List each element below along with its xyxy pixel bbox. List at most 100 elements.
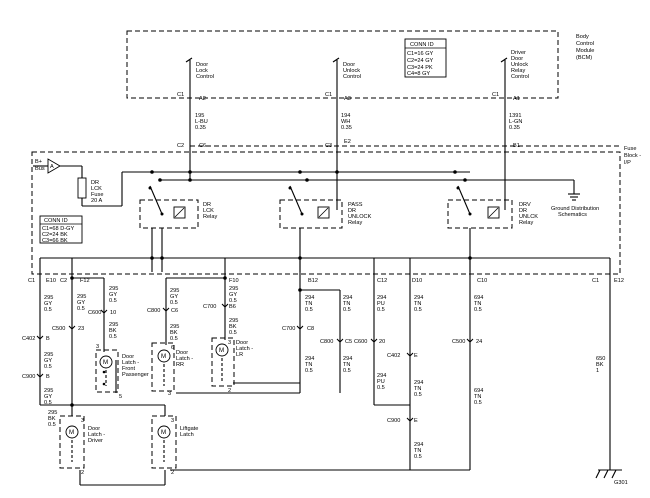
svg-text:LCK: LCK xyxy=(203,208,214,214)
svg-text:TN: TN xyxy=(343,362,350,368)
svg-text:295: 295 xyxy=(170,324,179,330)
svg-text:PASS: PASS xyxy=(348,202,363,208)
bus-arrow-icon: A xyxy=(33,158,83,178)
svg-text:Liftgate: Liftgate xyxy=(180,426,198,432)
svg-text:3: 3 xyxy=(81,418,84,424)
svg-text:C700: C700 xyxy=(282,326,295,332)
bcm-outline xyxy=(126,30,559,99)
svg-text:295: 295 xyxy=(109,322,118,328)
svg-text:3: 3 xyxy=(168,391,171,397)
svg-text:0.5: 0.5 xyxy=(229,298,237,304)
svg-text:2: 2 xyxy=(171,470,174,476)
svg-text:RR: RR xyxy=(176,362,184,368)
svg-text:2: 2 xyxy=(81,470,84,476)
svg-text:F10: F10 xyxy=(229,278,239,284)
svg-text:Lock: Lock xyxy=(196,68,208,74)
svg-text:0.35: 0.35 xyxy=(509,125,520,131)
bcm-output-lock-icon xyxy=(185,57,193,100)
svg-text:C1: C1 xyxy=(177,92,184,98)
svg-text:Door: Door xyxy=(196,62,208,68)
svg-text:C600: C600 xyxy=(88,310,101,316)
relay-pass-dr-unlock xyxy=(279,185,343,272)
svg-text:M: M xyxy=(103,359,108,366)
svg-text:3: 3 xyxy=(171,418,174,424)
svg-text:Latch -: Latch - xyxy=(176,356,193,362)
svg-text:Door: Door xyxy=(176,350,188,356)
svg-text:B1: B1 xyxy=(513,143,520,149)
svg-text:Relay: Relay xyxy=(519,220,534,226)
svg-text:B: B xyxy=(46,336,50,342)
svg-text:Relay: Relay xyxy=(511,68,526,74)
svg-text:E12: E12 xyxy=(614,278,624,284)
svg-text:Fuse: Fuse xyxy=(624,146,636,152)
svg-text:GY: GY xyxy=(44,301,52,307)
svg-text:C2: C2 xyxy=(60,278,67,284)
svg-text:295: 295 xyxy=(44,352,53,358)
bcm-conn-id-table: CONN ID C1=16 GY C2=24 GY C3=24 PK C4=8 … xyxy=(404,38,447,78)
svg-text:GY: GY xyxy=(109,292,117,298)
svg-text:DR: DR xyxy=(91,180,99,186)
svg-text:24: 24 xyxy=(476,339,482,345)
svg-text:C500: C500 xyxy=(452,339,465,345)
bcm-output-unlock-icon xyxy=(332,57,340,100)
svg-text:B12: B12 xyxy=(308,278,318,284)
svg-text:Latch -: Latch - xyxy=(88,432,105,438)
svg-text:C1: C1 xyxy=(592,278,599,284)
svg-text:0.35: 0.35 xyxy=(341,125,352,131)
svg-text:C700: C700 xyxy=(203,304,216,310)
svg-text:0.5: 0.5 xyxy=(170,336,178,342)
svg-text:G301: G301 xyxy=(614,480,628,486)
svg-text:PU: PU xyxy=(377,301,385,307)
svg-text:295: 295 xyxy=(48,410,57,416)
svg-text:TN: TN xyxy=(474,394,481,400)
inline-connectors: C402 B C900 B C500 23 C600 10 C800 C6 C7… xyxy=(22,304,482,424)
svg-text:C402: C402 xyxy=(22,336,35,342)
svg-text:E: E xyxy=(414,353,418,359)
svg-text:Door: Door xyxy=(511,56,523,62)
svg-text:0.5: 0.5 xyxy=(343,368,351,374)
fuse-icon xyxy=(77,172,123,207)
fuse-block-bottom-terminals: C1 E10 C2 F12 F10 B12 C12 D10 C10 C1 E12 xyxy=(28,278,624,284)
svg-text:Relay: Relay xyxy=(348,220,363,226)
latch-rr: M xyxy=(151,342,175,392)
svg-text:295: 295 xyxy=(44,388,53,394)
svg-text:0.5: 0.5 xyxy=(170,300,178,306)
svg-text:C3: C3 xyxy=(325,143,332,149)
relay-dr-lck xyxy=(139,185,199,272)
svg-text:I/P: I/P xyxy=(624,160,631,166)
svg-text:D10: D10 xyxy=(412,278,422,284)
svg-text:C1: C1 xyxy=(492,92,499,98)
svg-text:0.5: 0.5 xyxy=(229,330,237,336)
svg-text:Latch: Latch xyxy=(180,432,194,438)
svg-text:294: 294 xyxy=(414,442,423,448)
svg-text:295: 295 xyxy=(109,286,118,292)
svg-text:C600: C600 xyxy=(354,339,367,345)
svg-text:UNLOCK: UNLOCK xyxy=(348,214,372,220)
svg-text:Unlock: Unlock xyxy=(511,62,528,68)
svg-text:E2: E2 xyxy=(344,139,351,145)
svg-text:C8: C8 xyxy=(307,326,314,332)
svg-text:A2: A2 xyxy=(199,96,206,102)
svg-text:C800: C800 xyxy=(320,339,333,345)
svg-text:C2=24 BK: C2=24 BK xyxy=(42,232,68,238)
latch-liftgate: M xyxy=(151,415,177,469)
svg-text:C4=8 GY: C4=8 GY xyxy=(407,71,430,77)
svg-text:TN: TN xyxy=(305,301,312,307)
ground-distribution-icon xyxy=(520,179,580,201)
svg-text:B+: B+ xyxy=(35,159,42,165)
svg-text:C6: C6 xyxy=(199,143,206,149)
svg-text:Driver: Driver xyxy=(88,438,103,444)
svg-text:6: 6 xyxy=(171,345,174,351)
svg-text:294: 294 xyxy=(343,295,352,301)
svg-text:C1: C1 xyxy=(325,92,332,98)
svg-text:C402: C402 xyxy=(387,353,400,359)
svg-text:DR: DR xyxy=(348,208,356,214)
svg-text:BK: BK xyxy=(596,362,604,368)
svg-text:Block -: Block - xyxy=(624,153,641,159)
svg-text:TN: TN xyxy=(474,301,481,307)
svg-text:5: 5 xyxy=(119,394,122,400)
latch-driver: M xyxy=(59,415,85,469)
svg-text:C3=24 PK: C3=24 PK xyxy=(407,65,433,71)
svg-text:195: 195 xyxy=(195,113,204,119)
